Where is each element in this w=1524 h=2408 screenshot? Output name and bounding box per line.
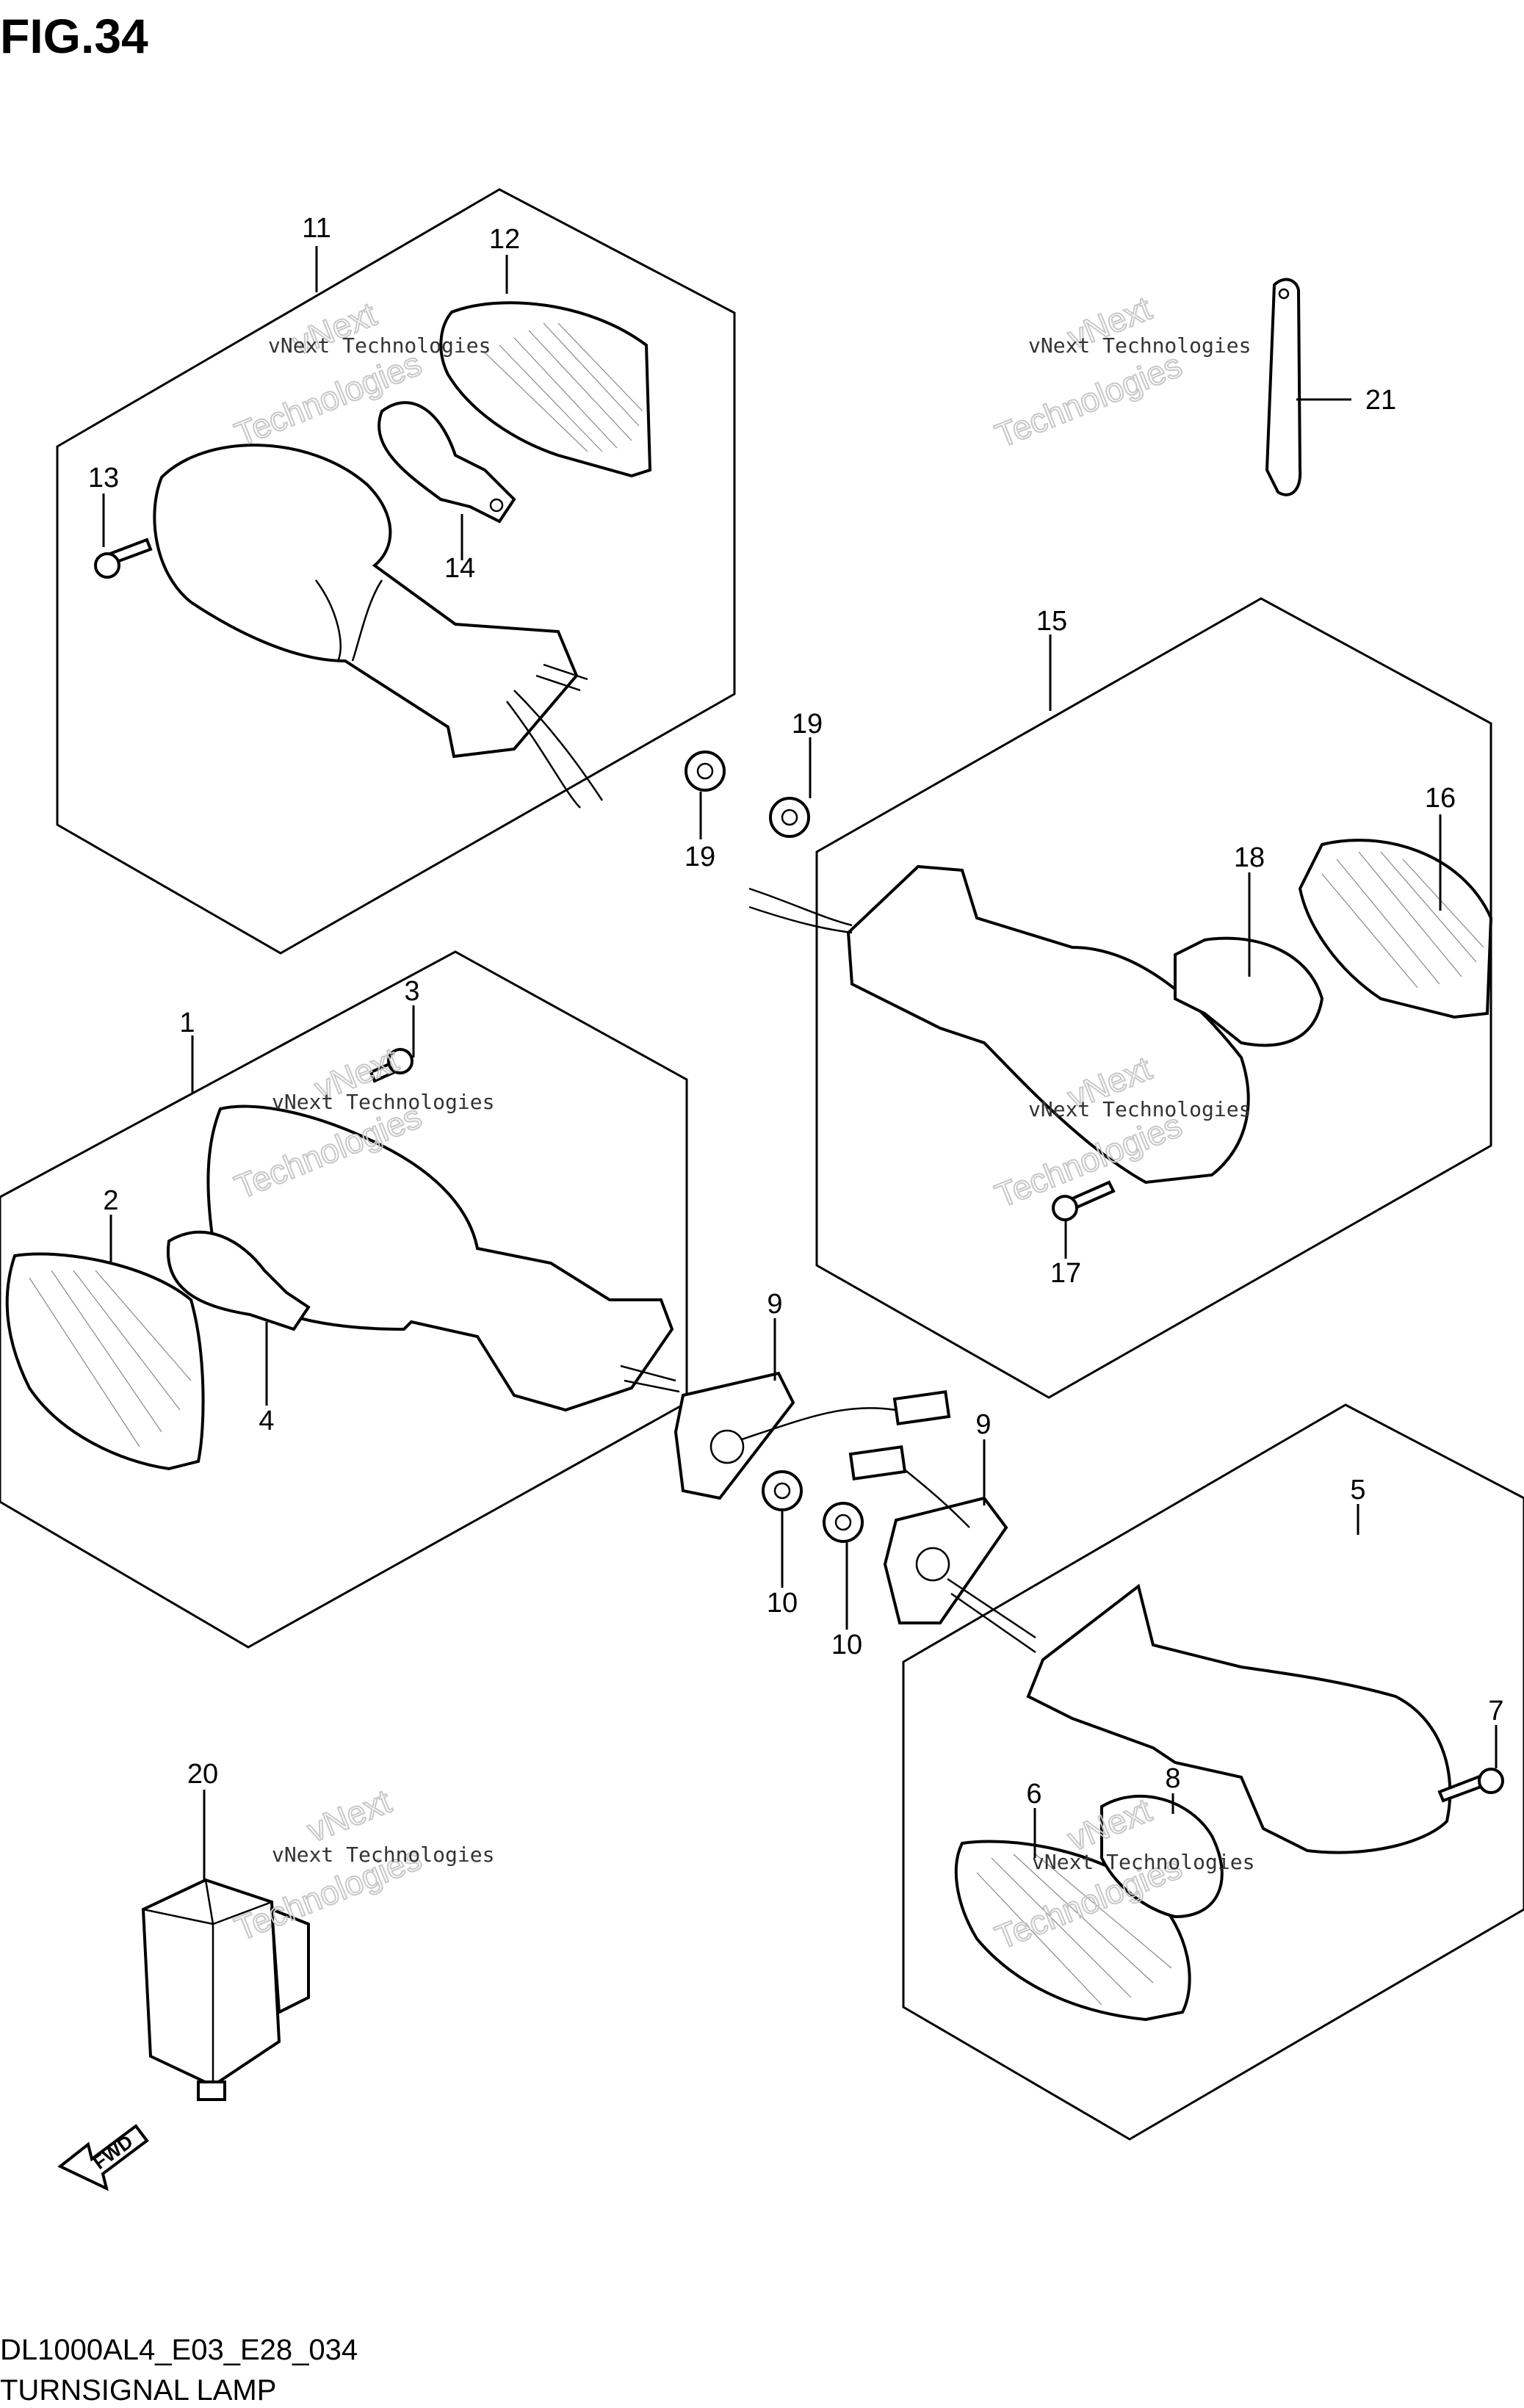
callout-9b: 9 (975, 1409, 991, 1440)
watermark-5: Technologies vNext vNext Technologies (228, 1781, 494, 1948)
svg-text:vNext Technologies: vNext Technologies (1028, 333, 1251, 358)
callout-18: 18 (1234, 842, 1265, 873)
bulb-4 (166, 1230, 311, 1331)
assembly-5-frame (902, 1403, 1524, 2141)
turn-signal-lamp-5 (947, 1577, 1452, 1854)
gasket-9b (883, 1496, 1008, 1624)
diagram-caption: TURNSIGNAL LAMP (0, 2374, 276, 2407)
turn-signal-lamp-11 (153, 444, 604, 809)
nut-19a (685, 751, 726, 792)
lens-2 (5, 1252, 205, 1471)
svg-text:vNext Technologies: vNext Technologies (272, 1843, 494, 1867)
svg-text:vNext Technologies: vNext Technologies (268, 333, 491, 358)
callout-11: 11 (302, 213, 331, 244)
assembly-15-frame (815, 597, 1492, 1399)
lens-16 (1298, 839, 1493, 1019)
svg-text:Technologies: Technologies (990, 345, 1187, 455)
svg-text:vNext Technologies: vNext Technologies (1028, 1097, 1251, 1121)
screw-7 (1437, 1768, 1504, 1803)
harness-connectors (741, 1390, 970, 1528)
callout-14: 14 (444, 553, 475, 584)
svg-text:vNext: vNext (302, 1782, 397, 1849)
leader-lines (102, 246, 1498, 1880)
relay-20 (141, 1878, 310, 2101)
gasket-9a (673, 1371, 795, 1500)
callout-2: 2 (103, 1185, 118, 1216)
nut-10b (823, 1502, 864, 1543)
screw-3 (369, 1048, 413, 1083)
callout-20: 20 (187, 1759, 218, 1790)
svg-text:vNext Technologies: vNext Technologies (272, 1090, 494, 1114)
callout-19b: 19 (792, 709, 823, 740)
band-21 (1265, 278, 1302, 496)
turn-signal-lamp-1 (206, 1104, 680, 1412)
callout-12: 12 (489, 224, 520, 255)
lens-12 (439, 301, 652, 478)
callout-3: 3 (404, 976, 419, 1007)
callout-5: 5 (1350, 1475, 1365, 1505)
callout-9a: 9 (767, 1289, 782, 1320)
svg-text:vNext Technologies: vNext Technologies (1032, 1850, 1254, 1874)
callout-8: 8 (1165, 1763, 1180, 1794)
callout-19a: 19 (685, 842, 715, 872)
screw-13 (94, 538, 153, 579)
callout-13: 13 (88, 463, 119, 493)
bulb-8 (1100, 1795, 1224, 1919)
bulb-18 (1174, 936, 1324, 1047)
callout-10a: 10 (767, 1588, 798, 1619)
turn-signal-lamp-15 (748, 864, 1250, 1185)
callout-15: 15 (1036, 606, 1067, 637)
diagram-code: DL1000AL4_E03_E28_034 (0, 2334, 358, 2366)
nut-19b (769, 797, 810, 838)
figure-title: FIG.34 (0, 9, 148, 63)
callout-10b: 10 (831, 1630, 862, 1660)
callout-1: 1 (179, 1008, 195, 1038)
callout-4: 4 (259, 1406, 274, 1436)
callout-6: 6 (1026, 1779, 1041, 1809)
callout-21: 21 (1365, 385, 1396, 416)
callout-17: 17 (1050, 1258, 1081, 1289)
callout-7: 7 (1488, 1696, 1503, 1727)
fwd-arrow-badge: FWD (57, 2124, 149, 2191)
nut-10a (762, 1470, 803, 1511)
assembly-11-frame (56, 188, 736, 955)
callout-16: 16 (1425, 783, 1456, 814)
bulb-14 (378, 401, 516, 524)
watermark-2: Technologies vNext vNext Technologies (989, 288, 1252, 455)
screw-17 (1052, 1180, 1116, 1221)
